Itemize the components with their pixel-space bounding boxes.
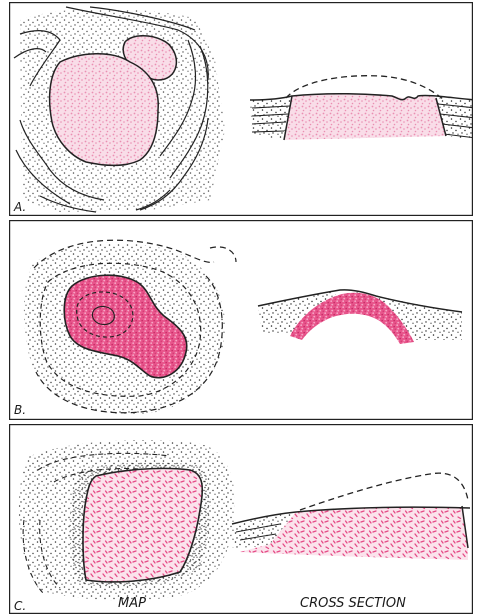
section-a-pluton-body xyxy=(284,94,446,140)
panel-b: B. xyxy=(10,221,473,420)
map-a-main-pluton xyxy=(50,54,159,166)
panel-a: A. xyxy=(10,3,477,216)
panel-a-map xyxy=(14,7,225,212)
panel-c-letter: C. xyxy=(14,599,26,613)
panel-a-letter: A. xyxy=(13,200,26,214)
map-caption: MAP xyxy=(118,596,146,611)
map-c-pluton xyxy=(83,468,202,582)
panel-c-map xyxy=(19,440,235,600)
panel-c: C. MAP CROSS SECTION xyxy=(10,425,473,614)
panel-b-letter: B. xyxy=(14,403,26,417)
cross-section-caption: CROSS SECTION xyxy=(300,596,406,611)
